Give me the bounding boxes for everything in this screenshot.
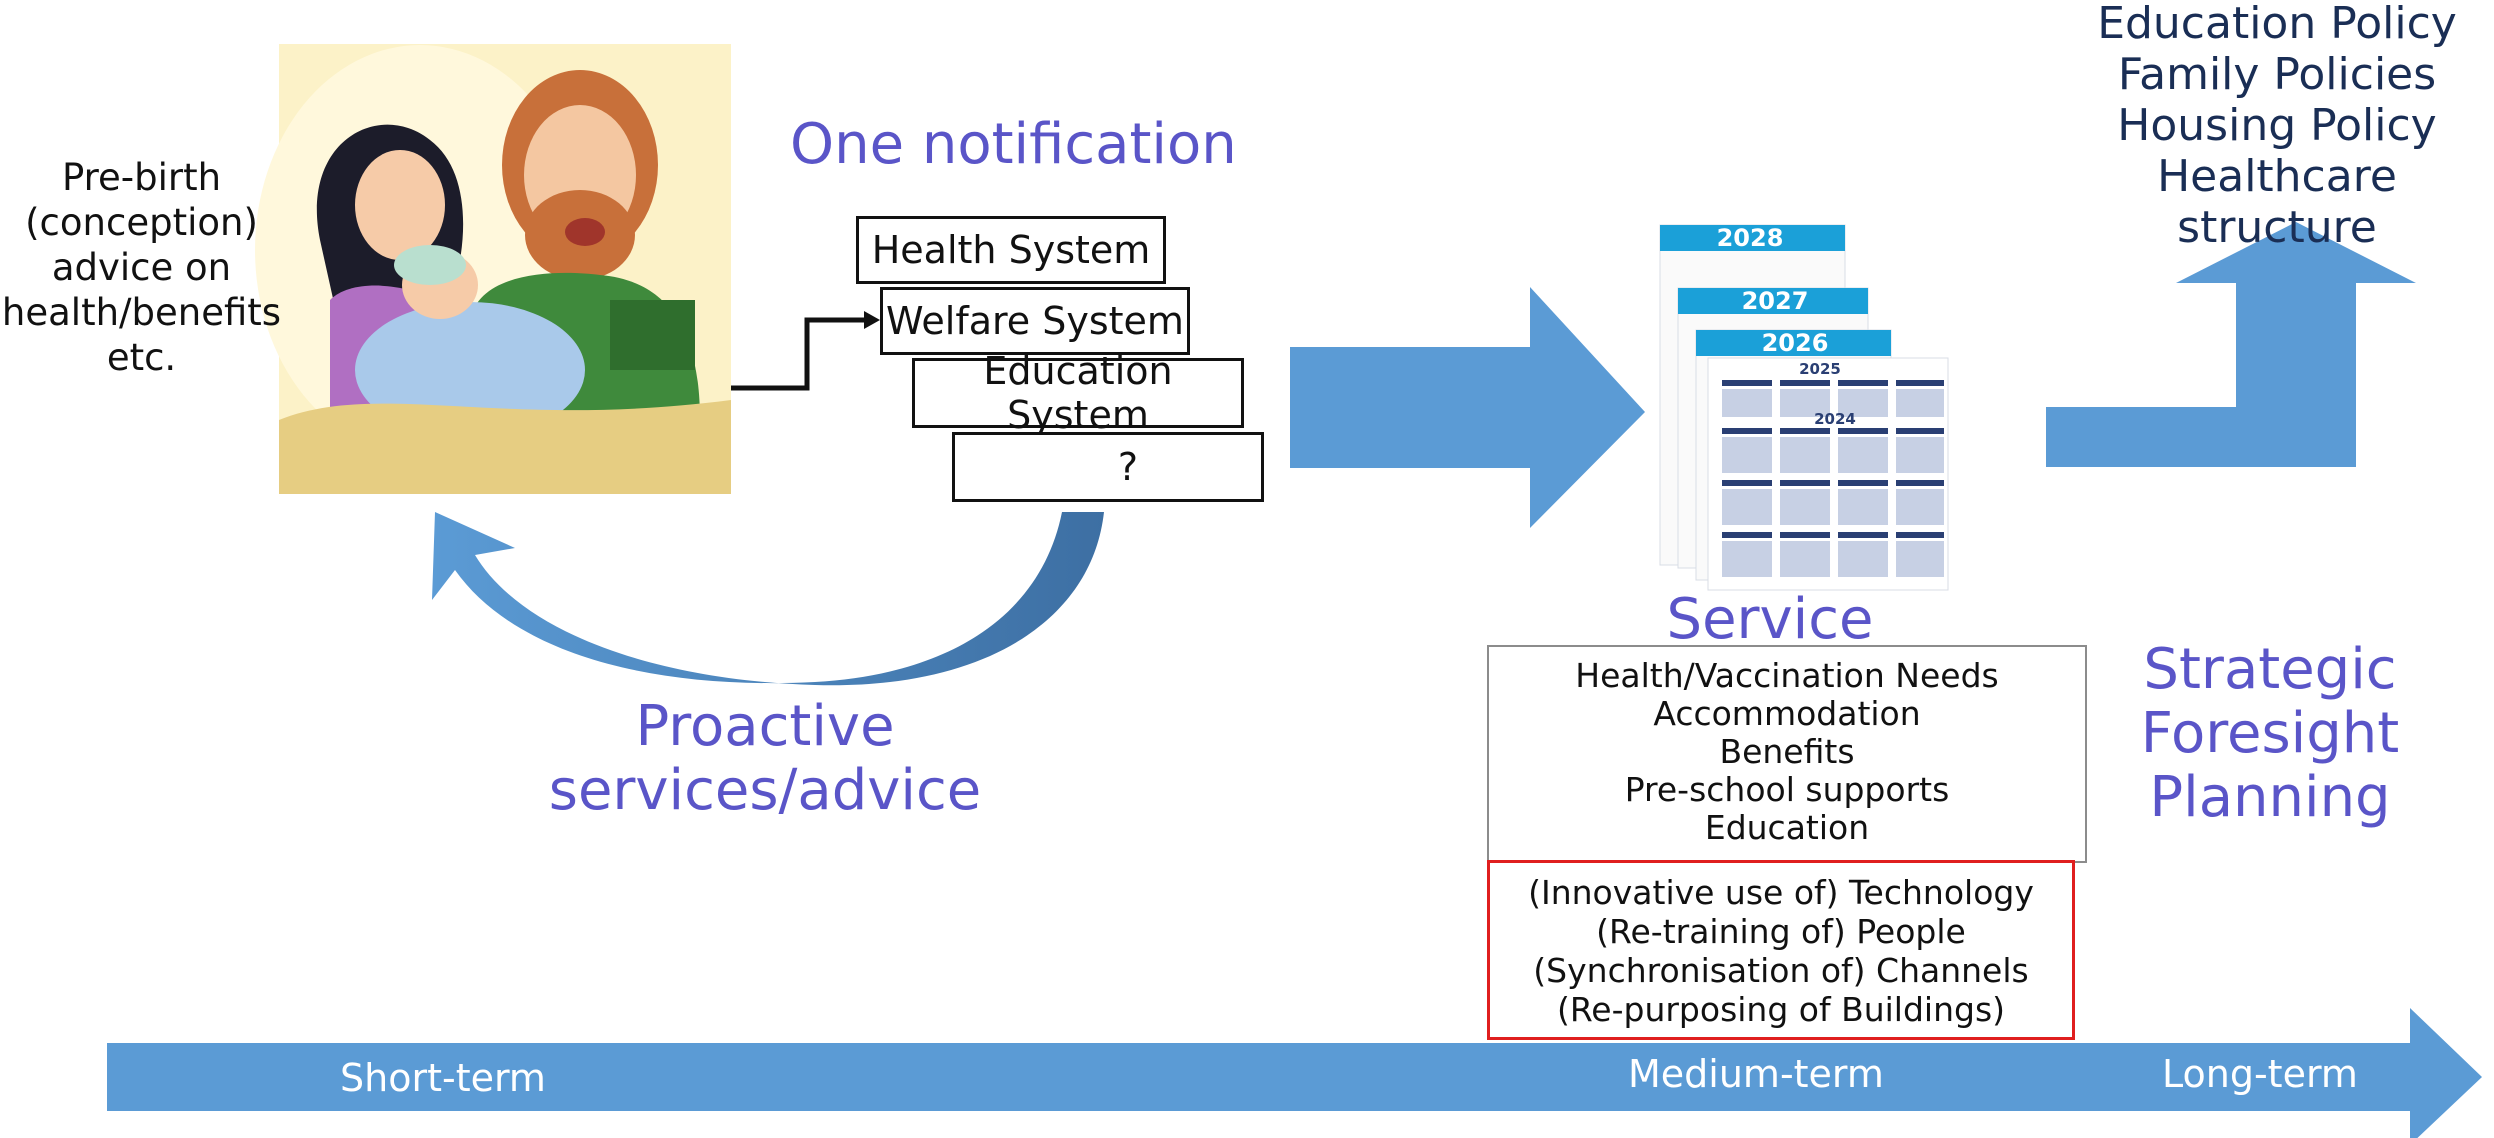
connector-line	[731, 317, 872, 391]
prebirth-line: advice on	[51, 246, 232, 289]
strategic-line: Strategic	[2143, 637, 2397, 702]
calendar-stack	[1659, 224, 1949, 591]
enabler-item: (Synchronisation of) Channels	[1533, 951, 2029, 990]
calendar-year-2026: 2026	[1761, 329, 1829, 357]
calendar-year-2025: 2025	[1799, 360, 1841, 378]
enabler-item: (Re-training of) People	[1596, 912, 1966, 951]
prebirth-text: Pre-birth (conception) advice on health/…	[0, 155, 283, 380]
policy-item: Healthcare structure	[2157, 151, 2397, 253]
service-needs-box: Health/Vaccination Needs Accommodation B…	[1487, 645, 2087, 863]
proactive-curve-arrow	[432, 512, 1104, 686]
connector-arrowhead	[864, 311, 880, 329]
needs-item: Pre-school supports	[1624, 770, 1950, 809]
prebirth-line: etc.	[106, 336, 177, 379]
proactive-line: Proactive	[635, 694, 895, 759]
proactive-text: Proactive services/advice	[545, 695, 985, 823]
welfare-system-box: Welfare System	[880, 287, 1190, 355]
calendar-year-2024: 2024	[1814, 410, 1856, 428]
proactive-line: services/advice	[548, 758, 982, 823]
prebirth-line: (conception)	[25, 201, 258, 244]
timeline-label-long: Long-term	[2162, 1052, 2358, 1096]
policy-item: Education Policy	[2097, 0, 2457, 49]
timeline-label-short: Short-term	[340, 1056, 546, 1100]
family-illustration	[255, 44, 731, 494]
bent-up-arrow	[2046, 222, 2416, 467]
unknown-system-box: ?	[952, 432, 1264, 502]
prebirth-line: health/benefits	[1, 291, 282, 334]
timeline-arrow	[107, 1008, 2482, 1138]
enabler-item: (Innovative use of) Technology	[1528, 873, 2034, 912]
strategic-line: Planning	[2149, 765, 2391, 830]
service-arrow	[1290, 287, 1645, 528]
timeline-label-medium: Medium-term	[1628, 1052, 1884, 1096]
policies-list: Education Policy Family Policies Housing…	[2060, 0, 2494, 253]
education-system-box: Education System	[912, 349, 1244, 437]
needs-item: Health/Vaccination Needs	[1575, 656, 1999, 695]
strategic-line: Foresight	[2140, 701, 2400, 766]
one-notification-title: One notification	[790, 112, 1237, 177]
needs-item: Benefits	[1719, 732, 1855, 771]
calendar-year-2027: 2027	[1741, 287, 1809, 315]
policy-item: Family Policies	[2117, 49, 2437, 100]
enabler-item: (Re-purposing of Buildings)	[1556, 990, 2006, 1029]
enablers-box: (Innovative use of) Technology (Re-train…	[1487, 860, 2075, 1040]
health-system-box: Health System	[856, 216, 1166, 284]
needs-item: Accommodation	[1653, 694, 1921, 733]
prebirth-line: Pre-birth	[61, 156, 222, 199]
calendar-year-2028: 2028	[1716, 224, 1784, 252]
needs-item: Education	[1704, 808, 1870, 847]
strategic-foresight-text: Strategic Foresight Planning	[2090, 638, 2450, 830]
policy-item: Housing Policy	[2117, 100, 2437, 151]
